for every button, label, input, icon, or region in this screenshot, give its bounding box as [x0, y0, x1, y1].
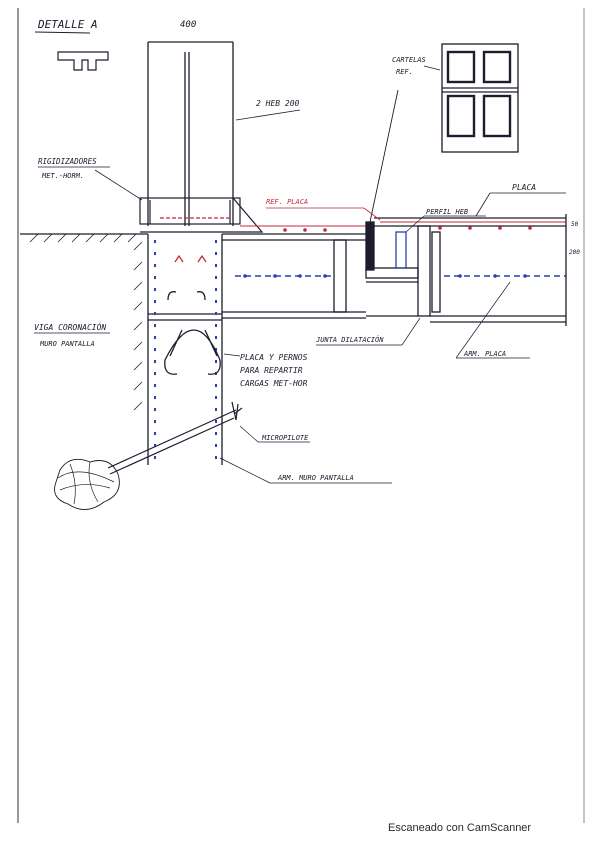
label-placa: PLACA	[512, 183, 536, 192]
label-placa-pernos-2: PARA REPARTIR	[240, 366, 303, 375]
label-muro-pantalla: MURO PANTALLA	[39, 340, 95, 348]
steel-column	[147, 41, 234, 226]
label-placa-pernos-3: CARGAS MET-HOR	[240, 379, 308, 388]
label-ref: REF.	[396, 68, 413, 76]
dim-200: 200	[569, 249, 580, 256]
placa-pernos	[164, 329, 221, 375]
scanner-footer: Escaneado con CamScanner	[388, 822, 532, 834]
label-rigidizadores: RIGIDIZADORES	[38, 157, 97, 166]
viga-losa	[222, 225, 366, 319]
right-slab	[374, 214, 567, 326]
micropilote	[54, 401, 243, 510]
label-viga-coronacion: VIGA CORONACIÓN	[34, 321, 106, 332]
label-heb-column: 2 HEB 200	[256, 99, 300, 108]
paper	[18, 8, 584, 823]
label-met-horm: MET.-HORM.	[41, 172, 84, 180]
plan-symbol	[57, 51, 109, 71]
detail-title: DETALLE A	[37, 18, 98, 31]
label-placa-pernos-1: PLACA Y PERNOS	[240, 353, 308, 362]
label-arm-placa: ARM. PLACA	[463, 350, 506, 358]
dim-50: 50	[571, 221, 579, 228]
cartelas-plan	[441, 43, 519, 153]
column-dimension: 400	[180, 20, 196, 30]
label-junta-dilatacion: JUNTA DILATACIÓN	[315, 335, 384, 344]
base-plate	[139, 197, 264, 233]
ground-line	[20, 233, 148, 411]
rebar-dots	[243, 226, 532, 278]
label-perfil-heb: PERFIL HEB	[426, 208, 468, 216]
label-ref-placa: REF. PLACA	[266, 198, 308, 206]
label-cartelas: CARTELAS	[392, 56, 426, 64]
label-arm-muro: ARM. MURO PANTALLA	[277, 474, 354, 482]
junta-dilatacion	[365, 221, 431, 317]
label-micropilote: MICROPILOTE	[261, 434, 309, 442]
